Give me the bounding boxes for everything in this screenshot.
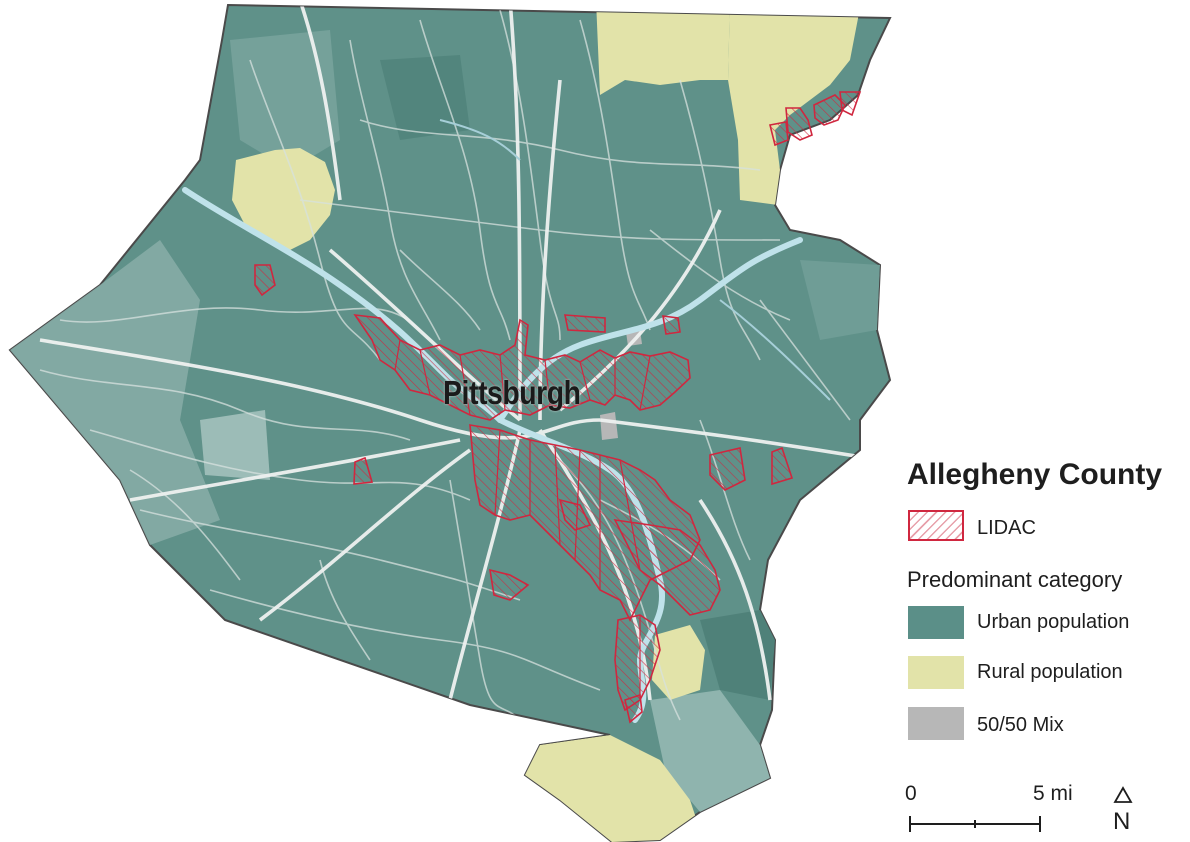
lidac-label: LIDAC (977, 517, 1036, 539)
light-tract (800, 260, 880, 340)
legend-title: Allegheny County (907, 458, 1163, 491)
rural-area-northwest (232, 148, 335, 250)
lidac-inner-lines (394, 339, 651, 700)
city-label-pittsburgh: Pittsburgh (443, 374, 581, 411)
rural-area-northeast (596, 5, 730, 95)
north-arrow-icon (1113, 786, 1133, 803)
light-tract (230, 30, 340, 170)
light-tract (650, 690, 770, 812)
mixed-area (600, 412, 618, 440)
urban-label: Urban population (977, 611, 1130, 633)
rural-area-southcentral (652, 625, 705, 700)
light-tract (10, 240, 220, 545)
light-tract (200, 410, 270, 480)
north-label: N (1113, 808, 1131, 835)
scale-bar (909, 816, 1041, 832)
mix-swatch (908, 707, 964, 740)
lidac-tracts (254, 91, 862, 724)
mix-label: 50/50 Mix (977, 714, 1064, 736)
urban-swatch (908, 606, 964, 639)
rural-swatch (908, 656, 964, 689)
scale-start-label: 0 (905, 782, 917, 805)
rural-area-northeast-2 (728, 5, 860, 205)
dark-tract (380, 55, 470, 140)
rural-label: Rural population (977, 661, 1123, 683)
lidac-swatch (908, 510, 964, 541)
legend-category-heading: Predominant category (907, 567, 1123, 592)
scale-end-label: 5 mi (1033, 782, 1073, 805)
rivers-thin (439, 119, 831, 401)
